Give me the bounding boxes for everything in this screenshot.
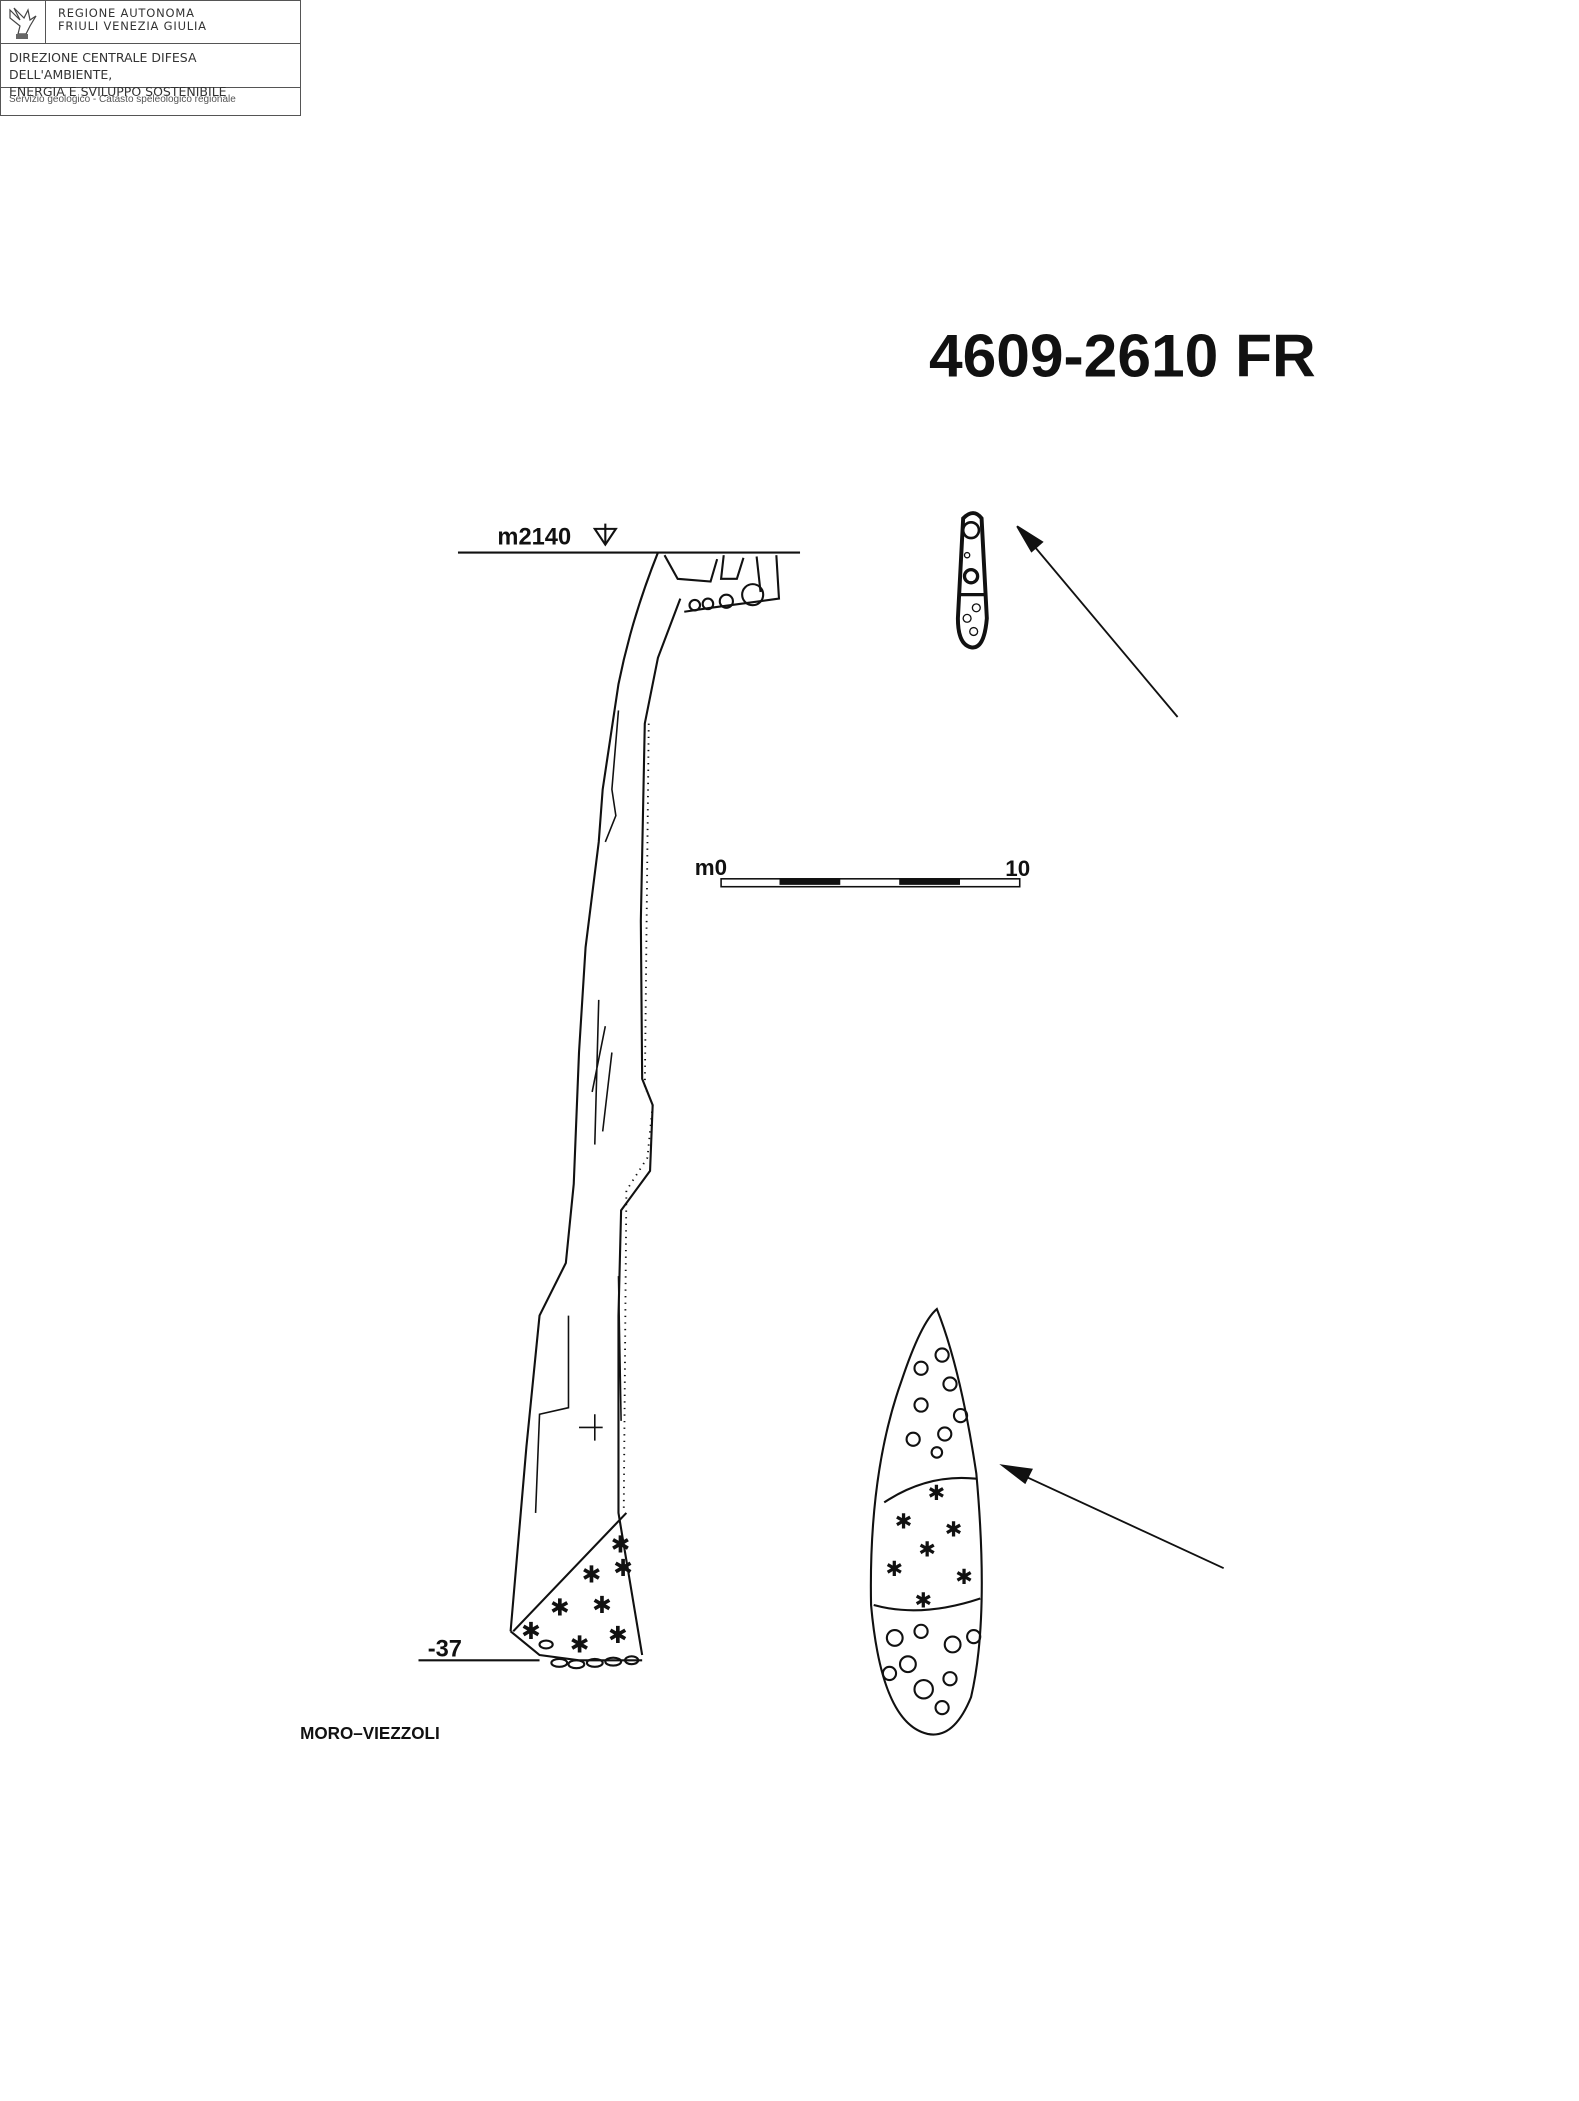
entrance-altitude-label: m2140 (497, 525, 571, 551)
scale-bar (720, 878, 1021, 888)
svg-text:✱: ✱ (611, 1532, 631, 1558)
left-wall (509, 552, 659, 1632)
region-name-line1: REGIONE AUTONOMA (58, 6, 195, 20)
scale-start-label: m0 (695, 855, 727, 880)
svg-text:✱: ✱ (592, 1593, 612, 1619)
pointer-arrows (999, 525, 1225, 1570)
authors-label: MORO–VIEZZOLI (300, 1724, 440, 1743)
bottom-plan-view (869, 1307, 983, 1736)
svg-text:✱: ✱ (895, 1511, 913, 1534)
svg-text:✱: ✱ (521, 1619, 541, 1645)
svg-text:✱: ✱ (928, 1482, 946, 1505)
svg-text:✱: ✱ (945, 1519, 963, 1542)
debris-slope (512, 1512, 628, 1633)
svg-text:✱: ✱ (613, 1556, 633, 1582)
directorate-line1: DIREZIONE CENTRALE DIFESA DELL'AMBIENTE, (9, 50, 197, 82)
svg-text:✱: ✱ (550, 1596, 570, 1622)
entrance-rocks (663, 554, 781, 613)
scale-end-label: 10 (1005, 856, 1030, 881)
entrance-arrow-head (592, 527, 618, 547)
cave-profile-section (418, 523, 801, 1670)
cave-id-title: 4609-2610 FR (929, 321, 1316, 389)
entrance-plan-view (955, 511, 989, 650)
sediment-stipple (622, 723, 654, 1513)
region-header-logo: REGIONE AUTONOMA FRIULI VENEZIA GIULIA D… (0, 0, 301, 116)
plan-ice-stars: ✱✱✱✱✱✱✱ (886, 1482, 973, 1613)
svg-text:✱: ✱ (918, 1538, 936, 1561)
svg-text:✱: ✱ (955, 1566, 973, 1589)
wall-details (534, 710, 622, 1513)
depth-label: -37 (428, 1636, 462, 1662)
svg-text:✱: ✱ (886, 1558, 904, 1581)
ice-stars: ✱✱✱✱✱✱✱✱ (521, 1532, 633, 1658)
eagle-emblem-icon (1, 1, 46, 43)
region-name-line2: FRIULI VENEZIA GIULIA (58, 19, 207, 33)
right-wall (617, 598, 682, 1656)
service-name: Servizio geologico - Catasto speleologic… (9, 94, 236, 105)
svg-text:✱: ✱ (582, 1563, 602, 1589)
pebbles (538, 1639, 640, 1670)
floor (509, 1630, 643, 1662)
arrow-to-bottom-plan (1012, 1469, 1225, 1570)
directorate-line2: ENERGIA E SVILUPPO SOSTENIBILE (9, 84, 227, 99)
svg-text:✱: ✱ (914, 1590, 932, 1613)
svg-text:✱: ✱ (570, 1632, 590, 1658)
svg-text:✱: ✱ (608, 1623, 628, 1649)
arrow-to-entrance-plan (1025, 536, 1179, 718)
